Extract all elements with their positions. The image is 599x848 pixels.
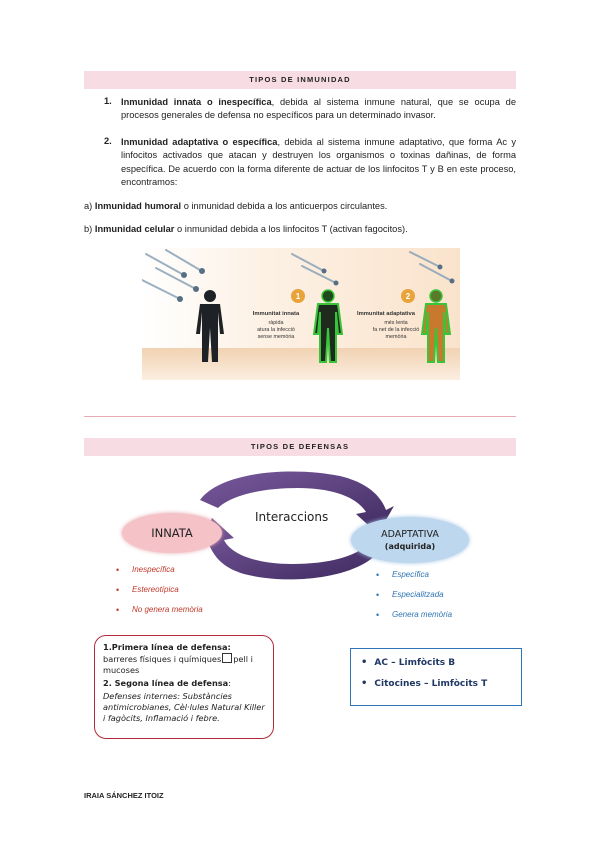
innate-characteristics-list: Inespecífica Estereotípica No genera mem…: [116, 565, 203, 625]
innate-immunity-paragraph: Inmunidad innata o inespecífica, debida …: [121, 96, 516, 123]
adaptive-pill-sublabel: (adquirida): [384, 542, 436, 551]
adaptive-mediators-box: • AC – Limfòcits B • Citocines – Limfòci…: [350, 648, 522, 706]
innate-characteristic: Inespecífica: [116, 565, 203, 575]
adaptive-figure-title: Immunitat adaptativa: [357, 311, 416, 317]
second-line-colon: :: [228, 678, 231, 688]
immunity-illustration: 1 2 Immunitat innata ràpida atura la inf…: [142, 248, 460, 380]
pathogen-streaks: [142, 249, 451, 299]
adaptive-immunity-text: , debida al sistema inmune adaptativo, q…: [121, 137, 516, 187]
mediator-item: • AC – Limfòcits B: [361, 657, 511, 668]
adaptive-figure-line-3: memòria: [386, 334, 407, 340]
bullet-icon: •: [361, 657, 368, 668]
cellular-text: o inmunidad debida a los linfocitos T (a…: [174, 224, 408, 234]
innate-immunity-term: Inmunidad innata o inespecífica: [121, 97, 272, 107]
cellular-prefix: b): [84, 224, 95, 234]
cellular-immunity-line: b) Inmunidad celular o inmunidad debida …: [84, 223, 516, 236]
list-number-2: 2.: [104, 136, 112, 146]
humoral-immunity-line: a) Inmunidad humoral o inmunidad debida …: [84, 200, 516, 213]
innate-figure-line-2: atura la infecció: [257, 327, 295, 333]
first-line-heading: 1.Primera línea de defensa:: [103, 642, 231, 652]
adaptive-immunity-paragraph: Inmunidad adaptativa o específica, debid…: [121, 136, 516, 189]
list-number-1: 1.: [104, 96, 112, 106]
humoral-prefix: a): [84, 201, 95, 211]
section-title-immunity: TIPOS DE INMUNIDAD: [84, 71, 516, 89]
innate-defense-lines-box: 1.Primera línea de defensa: barreres fís…: [94, 635, 274, 739]
human-figure-3: [420, 289, 452, 363]
first-line-text: barreres físiques i químiques: [103, 654, 222, 664]
bullet-icon: •: [361, 678, 368, 689]
adaptive-immunity-term: Inmunidad adaptativa o específica: [121, 137, 278, 147]
innate-characteristic: No genera memòria: [116, 605, 203, 615]
step-badge-2: [401, 289, 415, 303]
human-figure-1: [196, 290, 224, 362]
adaptive-pill-label: ADAPTATIVA: [381, 529, 439, 540]
author-footer: IRAIA SÁNCHEZ ITOIZ: [84, 791, 164, 800]
arrow-placeholder-icon: [222, 653, 233, 663]
top-cycle-arrow: [200, 471, 394, 534]
adaptive-figure-line-1: més lenta: [384, 320, 407, 326]
mediator-label: AC – Limfòcits B: [374, 657, 456, 668]
adaptive-figure-line-2: fa net de la infecció: [373, 327, 419, 333]
human-figure-2: [312, 289, 344, 363]
innate-figure-line-3: sense memòria: [258, 334, 295, 340]
innate-pill-label: INNATA: [151, 526, 193, 540]
first-line-text-end: pell i mucoses: [103, 654, 253, 675]
innate-figure-title: Immunitat innata: [253, 311, 300, 317]
mediator-item: • Citocines – Limfòcits T: [361, 678, 511, 689]
cellular-term: Inmunidad celular: [94, 224, 175, 234]
step-badge-1: [291, 289, 305, 303]
innate-immunity-text: , debida al sistema inmune natural, que …: [121, 97, 516, 121]
adaptive-characteristic: Específica: [376, 570, 452, 580]
innate-pill: INNATA: [122, 513, 222, 553]
second-line-text: Defenses internes: Substàncies antimicro…: [103, 691, 265, 723]
humoral-text: o inmunidad debida a los anticuerpos cir…: [181, 201, 388, 211]
section-title-defenses: TIPOS DE DEFENSAS: [84, 438, 516, 456]
mediator-label: Citocines – Limfòcits T: [374, 678, 488, 689]
innate-figure-line-1: ràpida: [269, 320, 284, 326]
step-badge-1-label: 1: [296, 292, 301, 301]
adaptive-characteristic: Genera memòria: [376, 610, 452, 620]
interaction-cycle-arrows: [198, 471, 394, 580]
interactions-label: Interaccions: [255, 510, 329, 524]
second-line-heading: 2. Segona línea de defensa: [103, 678, 229, 688]
adaptive-pill: ADAPTATIVA (adquirida): [351, 517, 469, 563]
step-badge-2-label: 2: [406, 292, 411, 301]
bottom-cycle-arrow: [198, 518, 380, 580]
section-divider: [84, 416, 516, 417]
adaptive-characteristic: Especialitzada: [376, 590, 452, 600]
innate-characteristic: Estereotípica: [116, 585, 203, 595]
humoral-term: Inmunidad humoral: [94, 201, 182, 211]
adaptive-characteristics-list: Específica Especialitzada Genera memòria: [376, 570, 452, 630]
